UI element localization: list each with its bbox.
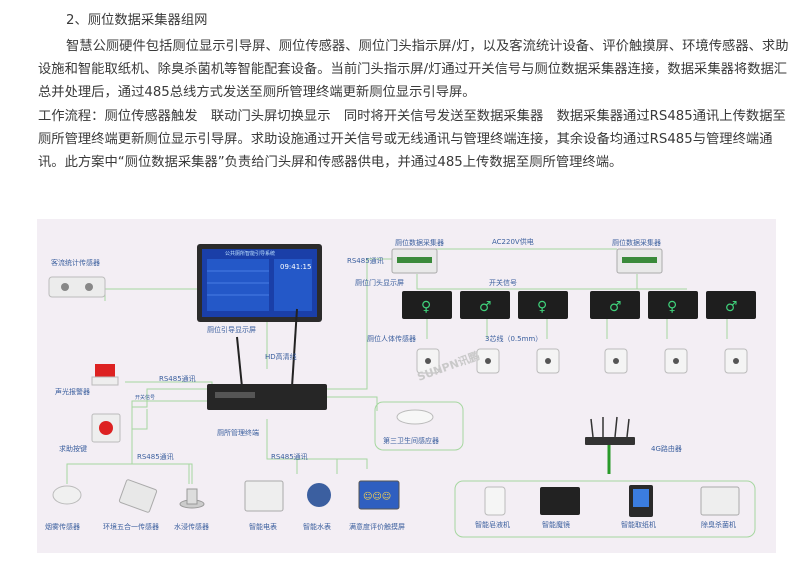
guide-screen-device	[197, 244, 322, 322]
touch-label: 满意度评价触摸屏	[349, 522, 405, 531]
workflow-paragraph: 工作流程：厕位传感器触发 联动门头屏切换显示 同时将开关信号发送至数据采集器 数…	[38, 108, 786, 171]
screen-time: 09:41:15	[280, 263, 311, 271]
svg-text:♀: ♀	[537, 299, 547, 315]
terminal-device	[207, 308, 327, 410]
body-sensor-lenses	[425, 358, 739, 364]
svg-text:♂: ♂	[609, 299, 622, 315]
collector-1-device	[391, 248, 438, 274]
svg-text:☺☺☺: ☺☺☺	[363, 491, 391, 502]
collector-1-label: 厕位数据采集器	[395, 238, 444, 247]
passenger-sensor-device	[48, 276, 106, 298]
meter-e-label: 智能电表	[249, 522, 277, 531]
door-screens: ♀ ♂ ♀ ♂ ♀ ♂	[402, 291, 756, 319]
bottom-right-devices	[484, 485, 740, 517]
body-text: 智慧公厕硬件包括厕位显示引导屏、厕位传感器、厕位门头指示屏/灯，以及客流统计设备…	[38, 35, 790, 174]
router-device	[585, 416, 635, 445]
rs485-lower-mid-label: RS485通讯	[271, 452, 308, 461]
collector-2-label: 厕位数据采集器	[612, 238, 661, 247]
body-sensor-label: 厕位人体传感器	[367, 334, 416, 343]
screen-title: 公共厕所智能引导系统	[225, 250, 275, 257]
mirror-label: 智能魔镜	[542, 520, 570, 529]
intro-paragraph: 智慧公厕硬件包括厕位显示引导屏、厕位传感器、厕位门头指示屏/灯，以及客流统计设备…	[38, 39, 789, 101]
connection-lines	[66, 248, 756, 538]
water-label: 水浸传感器	[174, 522, 209, 531]
section-heading: 2、厕位数据采集器组网	[66, 13, 208, 28]
alarm-device	[91, 364, 119, 386]
svg-text:♂: ♂	[479, 299, 492, 315]
help-button-device	[91, 413, 121, 443]
smoke-label: 烟雾传感器	[45, 522, 80, 531]
meter-devices: ☺☺☺	[244, 480, 400, 512]
terminal-label: 厕所管理终端	[217, 428, 259, 437]
hd-line-label: HD高清线	[265, 352, 297, 361]
rs485-left-label: RS485通讯	[159, 374, 196, 383]
collector-2-device	[616, 248, 663, 274]
third-sensor-label: 第三卫生间感应器	[383, 436, 439, 445]
wire-label: 3芯线（0.5mm）	[485, 334, 542, 343]
paper-label: 智能取纸机	[621, 520, 656, 529]
diagram-svg: 客流统计传感器 公共厕所智能引导系统 09:41:15 厕位引导显示屏 HD高清…	[45, 237, 756, 538]
bottom-left-devices	[52, 479, 205, 513]
meter-w-label: 智能水表	[303, 522, 331, 531]
passenger-sensor-label: 客流统计传感器	[51, 258, 100, 267]
deodor-label: 除臭杀菌机	[701, 520, 736, 529]
rs485-lower-left-label: RS485通讯	[137, 452, 174, 461]
alarm-label: 声光报警器	[55, 387, 90, 396]
svg-text:♀: ♀	[421, 299, 431, 315]
help-button-label: 求助按键	[59, 444, 87, 453]
network-diagram: 客流统计传感器 公共厕所智能引导系统 09:41:15 厕位引导显示屏 HD高清…	[37, 219, 776, 553]
switch-left-label: 开关信号	[135, 394, 155, 401]
third-sensor-group	[374, 401, 464, 451]
env5-label: 环境五合一传感器	[103, 522, 159, 531]
ac220-label: AC220V供电	[492, 237, 534, 246]
guide-screen-label: 厕位引导显示屏	[207, 325, 256, 334]
svg-text:♀: ♀	[667, 299, 677, 315]
soap-label: 智能皂液机	[475, 520, 510, 529]
switch-signal-label: 开关信号	[489, 278, 517, 287]
rs485-top-label: RS485通讯	[347, 256, 384, 265]
svg-text:♂: ♂	[725, 299, 738, 315]
router-label: 4G路由器	[651, 444, 682, 453]
door-screen-label: 厕位门头显示屏	[355, 278, 404, 287]
